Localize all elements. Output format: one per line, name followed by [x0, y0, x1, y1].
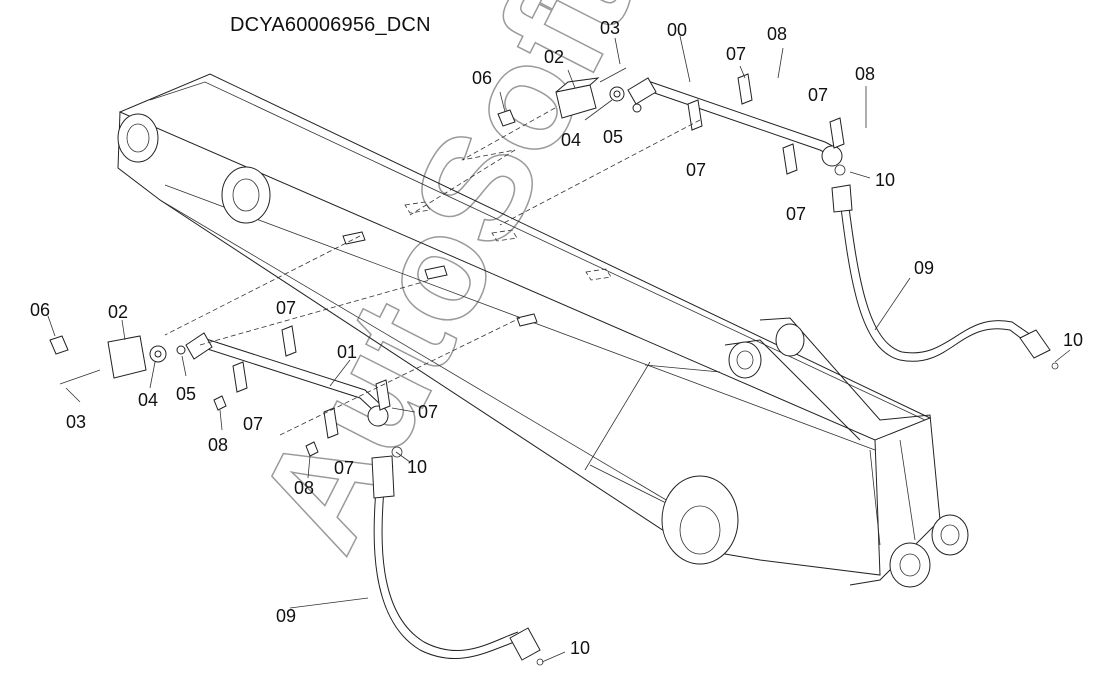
callout-03-lower: 03	[66, 412, 86, 432]
callout-05-lower: 05	[176, 384, 196, 404]
callout-04-upper: 04	[561, 130, 581, 150]
callout-09-upper: 09	[914, 258, 934, 278]
drawing-title: DCYA60006956_DCN	[230, 14, 431, 36]
callout-02-upper: 02	[544, 47, 564, 67]
callout-07-lower-a: 07	[276, 298, 296, 318]
callout-03-upper: 03	[600, 18, 620, 38]
callout-05-upper: 05	[603, 127, 623, 147]
callout-06-lower: 06	[30, 300, 50, 320]
lower-callouts: 01 02 03 04 05 06 07 07 07 07 08 08 09 1…	[30, 298, 590, 658]
callout-07-lower-c: 07	[418, 402, 438, 422]
callout-08-lower-a: 08	[208, 435, 228, 455]
callout-01: 01	[337, 342, 357, 362]
callout-07-lower-d: 07	[334, 458, 354, 478]
callout-04-lower: 04	[138, 390, 158, 410]
callout-08-upper-b: 08	[855, 64, 875, 84]
callout-06-upper: 06	[472, 68, 492, 88]
lower-pipe-assembly	[47, 279, 566, 666]
upper-pipe-assembly	[164, 35, 1071, 370]
callout-07-upper-c: 07	[686, 160, 706, 180]
callout-10-lower-a: 10	[407, 457, 427, 477]
callout-10-upper-b: 10	[1063, 330, 1083, 350]
callout-00: 00	[667, 20, 687, 40]
callout-10-lower-b: 10	[570, 638, 590, 658]
callout-07-lower-b: 07	[243, 414, 263, 434]
callout-07-upper-b: 07	[808, 85, 828, 105]
callout-09-lower: 09	[276, 606, 296, 626]
callout-08-upper-a: 08	[767, 24, 787, 44]
watermark: AutoSoft	[223, 0, 662, 575]
callout-10-upper-a: 10	[875, 170, 895, 190]
callout-02-lower: 02	[108, 302, 128, 322]
watermark-text: AutoSoft	[224, 0, 661, 575]
callout-08-lower-b: 08	[294, 478, 314, 498]
callout-07-upper-d: 07	[786, 204, 806, 224]
boom-arm	[117, 73, 969, 588]
upper-callouts: 00 02 03 04 05 06 07 07 07 07 08 08 09 1…	[472, 18, 1083, 350]
callout-07-upper-a: 07	[726, 44, 746, 64]
